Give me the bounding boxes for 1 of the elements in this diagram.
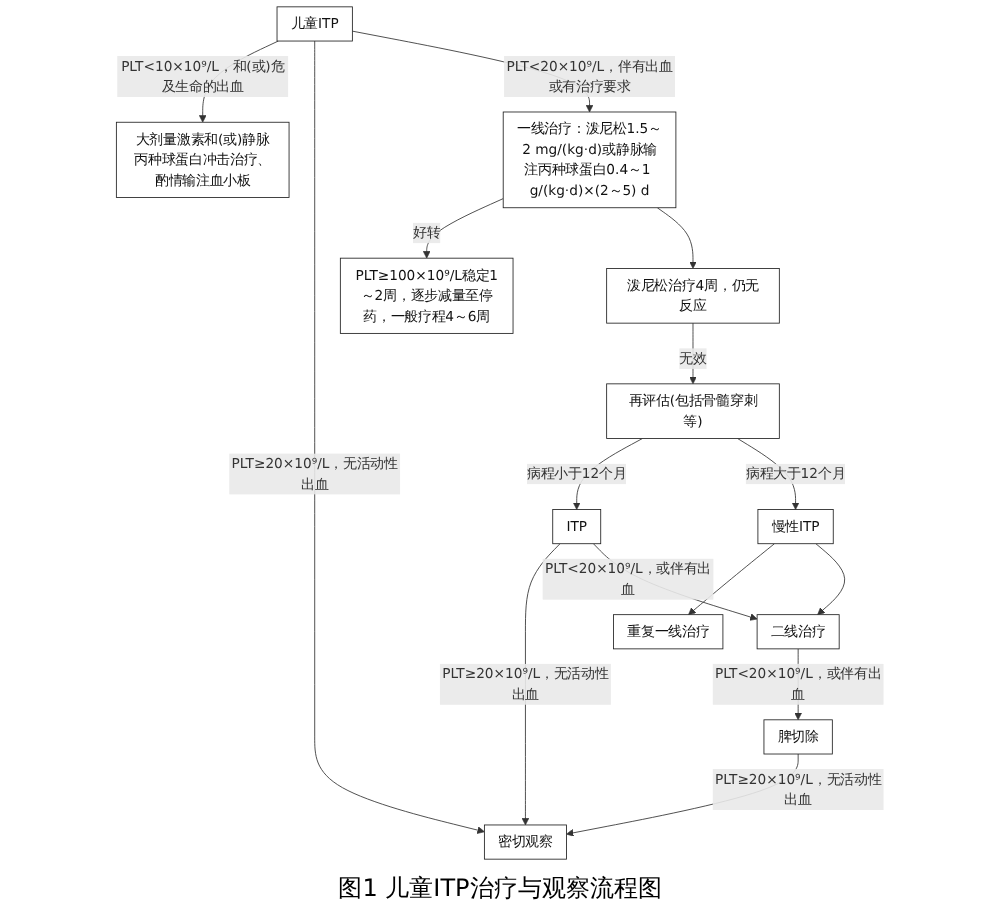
figure-caption: 图1 儿童ITP治疗与观察流程图 bbox=[338, 872, 662, 906]
